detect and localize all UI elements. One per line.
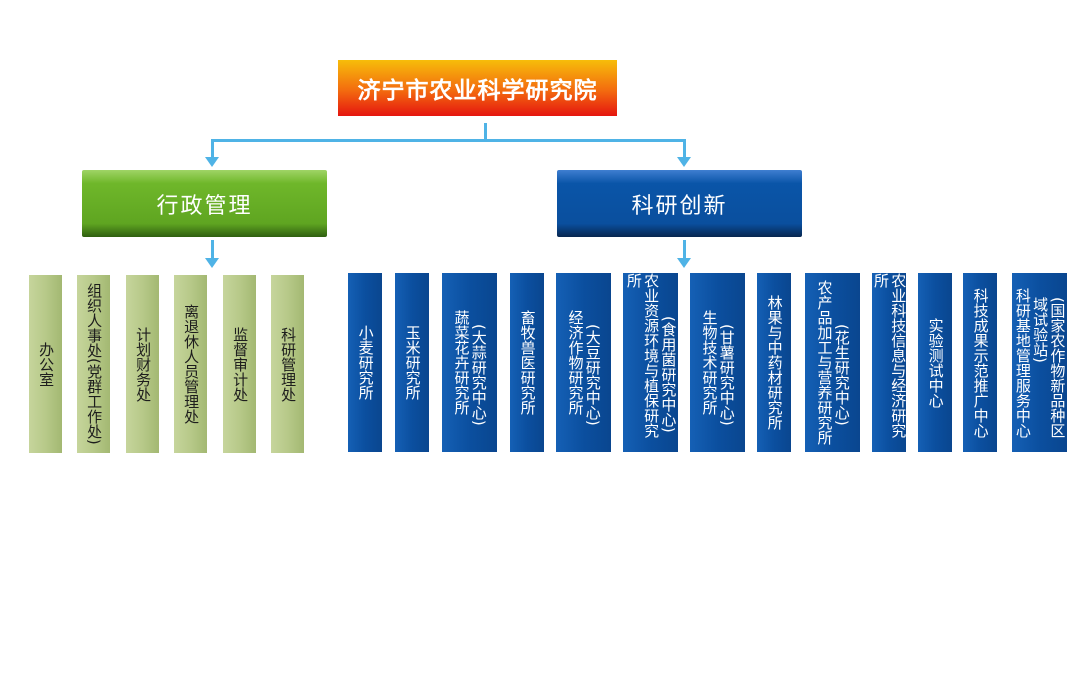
admin-unit-box: 离退休人员管理处 xyxy=(174,275,207,453)
connector xyxy=(683,139,686,159)
arrow-down-icon xyxy=(677,258,691,268)
research-unit-box: 科技成果示范推广中心 xyxy=(963,273,997,452)
unit-name: 监督审计处 xyxy=(231,326,250,402)
connector xyxy=(484,123,487,141)
research-unit-box: (国家农作物新品种区域试验站)科研基地管理服务中心 xyxy=(1012,273,1067,452)
admin-unit-box: 监督审计处 xyxy=(223,275,256,453)
research-unit-box: 小麦研究所 xyxy=(348,273,382,452)
unit-name: 生物技术研究所 xyxy=(700,310,719,415)
unit-subtitle: (花生研究中心) xyxy=(832,323,851,426)
research-category: 科研创新 xyxy=(557,170,802,237)
admin-unit-box: 组织人事处(党群工作处) xyxy=(77,275,110,453)
unit-name: 科研管理处 xyxy=(279,326,298,402)
unit-name: 农业科技信息与经济研究所 xyxy=(872,273,908,438)
unit-name: 农产品加工与营养研究所 xyxy=(815,280,834,445)
unit-subtitle: (大豆研究中心) xyxy=(583,323,602,426)
research-unit-box: (大蒜研究中心)蔬菜花卉研究所 xyxy=(442,273,497,452)
connector xyxy=(211,139,686,142)
unit-subtitle: (大蒜研究中心) xyxy=(469,323,488,426)
research-unit-box: (大豆研究中心)经济作物研究所 xyxy=(556,273,611,452)
research-unit-box: 农业科技信息与经济研究所 xyxy=(872,273,908,452)
unit-name: 畜牧兽医研究所 xyxy=(518,310,537,415)
arrow-down-icon xyxy=(205,258,219,268)
unit-name: 玉米研究所 xyxy=(403,325,422,400)
unit-name: 组织人事处(党群工作处) xyxy=(85,283,104,445)
unit-name: 科技成果示范推广中心 xyxy=(971,287,990,438)
root-node-title: 济宁市农业科学研究院 xyxy=(338,60,617,116)
unit-name: 小麦研究所 xyxy=(356,325,375,400)
research-unit-box: 实验测试中心 xyxy=(918,273,952,452)
research-unit-box: 林果与中药材研究所 xyxy=(757,273,791,452)
unit-subtitle: (国家农作物新品种区域试验站) xyxy=(1031,297,1067,438)
unit-name: 农业资源环境与植保研究所 xyxy=(624,273,661,438)
connector xyxy=(211,139,214,159)
admin-unit-box: 计划财务处 xyxy=(126,275,159,453)
arrow-down-icon xyxy=(205,157,219,167)
arrow-down-icon xyxy=(677,157,691,167)
unit-subtitle: (食用菌研究中心) xyxy=(659,316,678,433)
research-unit-box: (甘薯研究中心)生物技术研究所 xyxy=(690,273,745,452)
unit-name: 离退休人员管理处 xyxy=(182,304,201,424)
unit-name: 办公室 xyxy=(37,341,56,387)
unit-name: 科研基地管理服务中心 xyxy=(1013,287,1032,438)
research-unit-box: 畜牧兽医研究所 xyxy=(510,273,544,452)
unit-name: 经济作物研究所 xyxy=(566,310,585,415)
research-unit-box: (食用菌研究中心)农业资源环境与植保研究所 xyxy=(623,273,678,452)
admin-unit-box: 科研管理处 xyxy=(271,275,304,453)
connector xyxy=(211,240,214,260)
admin-unit-box: 办公室 xyxy=(29,275,62,453)
admin-category: 行政管理 xyxy=(82,170,327,237)
unit-name: 林果与中药材研究所 xyxy=(765,295,784,430)
unit-name: 实验测试中心 xyxy=(926,317,945,408)
unit-subtitle: (甘薯研究中心) xyxy=(717,323,736,426)
connector xyxy=(683,240,686,260)
research-unit-box: (花生研究中心)农产品加工与营养研究所 xyxy=(805,273,860,452)
unit-name: 蔬菜花卉研究所 xyxy=(452,310,471,415)
unit-name: 计划财务处 xyxy=(134,326,153,402)
research-unit-box: 玉米研究所 xyxy=(395,273,429,452)
